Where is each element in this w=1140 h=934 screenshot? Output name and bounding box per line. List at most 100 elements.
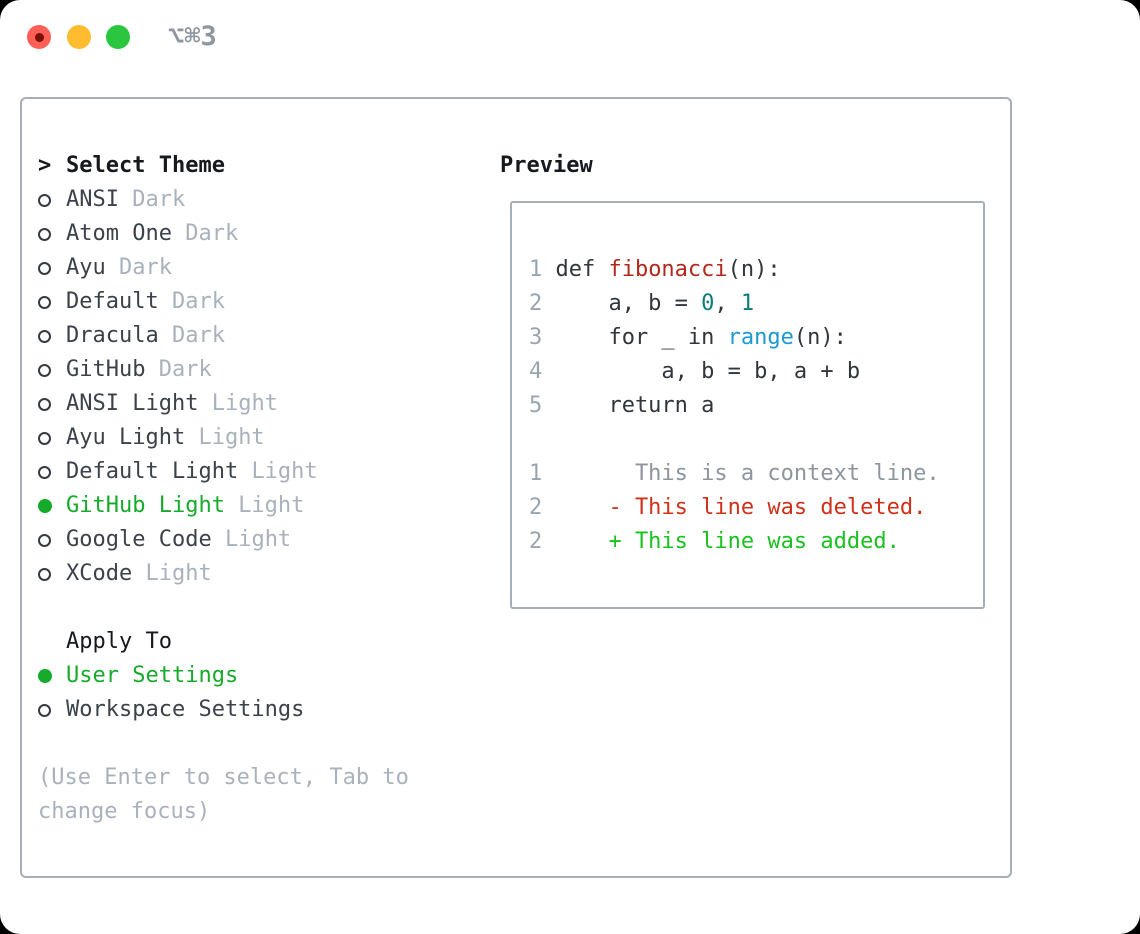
close-dot-icon (34, 32, 44, 42)
radio-icon (38, 533, 66, 547)
theme-option-ayu-dark[interactable]: Ayu Dark (38, 251, 458, 285)
radio-icon (38, 329, 66, 343)
radio-icon (38, 397, 66, 411)
diff-line-added: 2 + This line was added. (529, 525, 983, 559)
zoom-button[interactable] (106, 25, 130, 49)
theme-option-xcode-light[interactable]: XCode Light (38, 557, 458, 591)
apply-option-label: User Settings (66, 663, 239, 688)
help-text: (Use Enter to select, Tab to change focu… (38, 765, 423, 824)
theme-option-google-code-light[interactable]: Google Code Light (38, 523, 458, 557)
code-line: 3 for _ in range(n): (529, 321, 983, 355)
code-line-text: a, b = 0, 1 (555, 291, 755, 316)
radio-icon (38, 703, 66, 717)
main-panel (20, 97, 1012, 878)
code-line: 2 a, b = 0, 1 (529, 287, 983, 321)
theme-option-ayu-light-light[interactable]: Ayu Light Light (38, 421, 458, 455)
theme-variant-label: Light (251, 459, 318, 484)
theme-option-ansi-light-light[interactable]: ANSI Light Light (38, 387, 458, 421)
radio-icon (38, 193, 66, 207)
theme-option-label: Default Light (66, 459, 252, 484)
theme-option-label: ANSI (66, 187, 133, 212)
diff-line-number: 1 (529, 461, 543, 486)
theme-option-default-light-light[interactable]: Default Light Light (38, 455, 458, 489)
radio-icon (38, 261, 66, 275)
theme-option-label: Ayu (66, 255, 119, 280)
diff-preview: 1 This is a context line.2 - This line w… (529, 457, 983, 559)
theme-variant-label: Light (224, 527, 292, 552)
code-line-number: 5 (529, 393, 543, 418)
code-line-number: 3 (529, 325, 543, 350)
theme-option-label: Ayu Light (66, 425, 199, 450)
apply-option-workspace-settings[interactable]: Workspace Settings (38, 693, 458, 727)
radio-icon (38, 567, 66, 581)
theme-variant-label: Dark (132, 187, 186, 212)
theme-list-header-row: > Select Theme (38, 149, 458, 183)
radio-icon (38, 465, 66, 479)
theme-variant-label: Light (238, 493, 305, 518)
theme-option-label: Google Code (66, 527, 225, 552)
spacer (529, 423, 983, 457)
radio-icon (38, 227, 66, 241)
preview-header: Preview (500, 153, 593, 178)
code-line-text: def fibonacci(n): (555, 257, 781, 282)
theme-variant-label: Dark (171, 289, 225, 314)
focus-cursor-icon: > (38, 153, 52, 178)
diff-line-number: 2 (529, 495, 543, 520)
theme-option-github-light-light[interactable]: GitHub Light Light (38, 489, 458, 523)
code-line: 4 a, b = b, a + b (529, 355, 983, 389)
code-line: 1 def fibonacci(n): (529, 253, 983, 287)
theme-variant-label: Light (145, 561, 212, 586)
apply-option-label: Workspace Settings (66, 697, 305, 722)
theme-option-dracula-dark[interactable]: Dracula Dark (38, 319, 458, 353)
radio-icon (38, 669, 66, 683)
radio-icon (38, 295, 66, 309)
code-line-number: 2 (529, 291, 543, 316)
close-button[interactable] (27, 25, 51, 49)
radio-icon (38, 431, 66, 445)
code-line: 5 return a (529, 389, 983, 423)
theme-variant-label: Light (211, 391, 278, 416)
radio-icon (38, 363, 66, 377)
theme-option-label: ANSI Light (66, 391, 212, 416)
diff-line-text: This is a context line. (555, 461, 940, 486)
code-line-number: 4 (529, 359, 543, 384)
diff-line-context: 1 This is a context line. (529, 457, 983, 491)
theme-option-github-dark[interactable]: GitHub Dark (38, 353, 458, 387)
theme-option-label: Default (66, 289, 172, 314)
window-title: ⌥⌘3 (168, 21, 217, 52)
code-line-text: for _ in range(n): (555, 325, 847, 350)
theme-variant-label: Light (198, 425, 265, 450)
code-line-number: 1 (529, 257, 543, 282)
code-line-text: a, b = b, a + b (555, 359, 861, 384)
diff-line-text: - This line was deleted. (555, 495, 927, 520)
theme-list-header: Select Theme (66, 153, 225, 178)
theme-option-ansi-dark[interactable]: ANSI Dark (38, 183, 458, 217)
apply-to-header-row: Apply To (38, 625, 458, 659)
theme-variant-label: Dark (118, 255, 172, 280)
radio-icon (38, 499, 66, 513)
diff-line-text: + This line was added. (555, 529, 900, 554)
theme-variant-label: Dark (158, 357, 212, 382)
theme-variant-label: Dark (185, 221, 239, 246)
spacer (38, 727, 458, 761)
theme-option-label: Dracula (66, 323, 172, 348)
diff-line-number: 2 (529, 529, 543, 554)
apply-option-user-settings[interactable]: User Settings (38, 659, 458, 693)
theme-option-label: XCode (66, 561, 146, 586)
spacer (38, 591, 458, 625)
diff-line-deleted: 2 - This line was deleted. (529, 491, 983, 525)
theme-option-label: Atom One (66, 221, 186, 246)
theme-option-default-dark[interactable]: Default Dark (38, 285, 458, 319)
theme-variant-label: Dark (171, 323, 225, 348)
apply-to-header: Apply To (66, 629, 172, 654)
code-line-text: return a (555, 393, 715, 418)
theme-option-atom-one-dark[interactable]: Atom One Dark (38, 217, 458, 251)
theme-option-label: GitHub (66, 357, 159, 382)
minimize-button[interactable] (67, 25, 91, 49)
